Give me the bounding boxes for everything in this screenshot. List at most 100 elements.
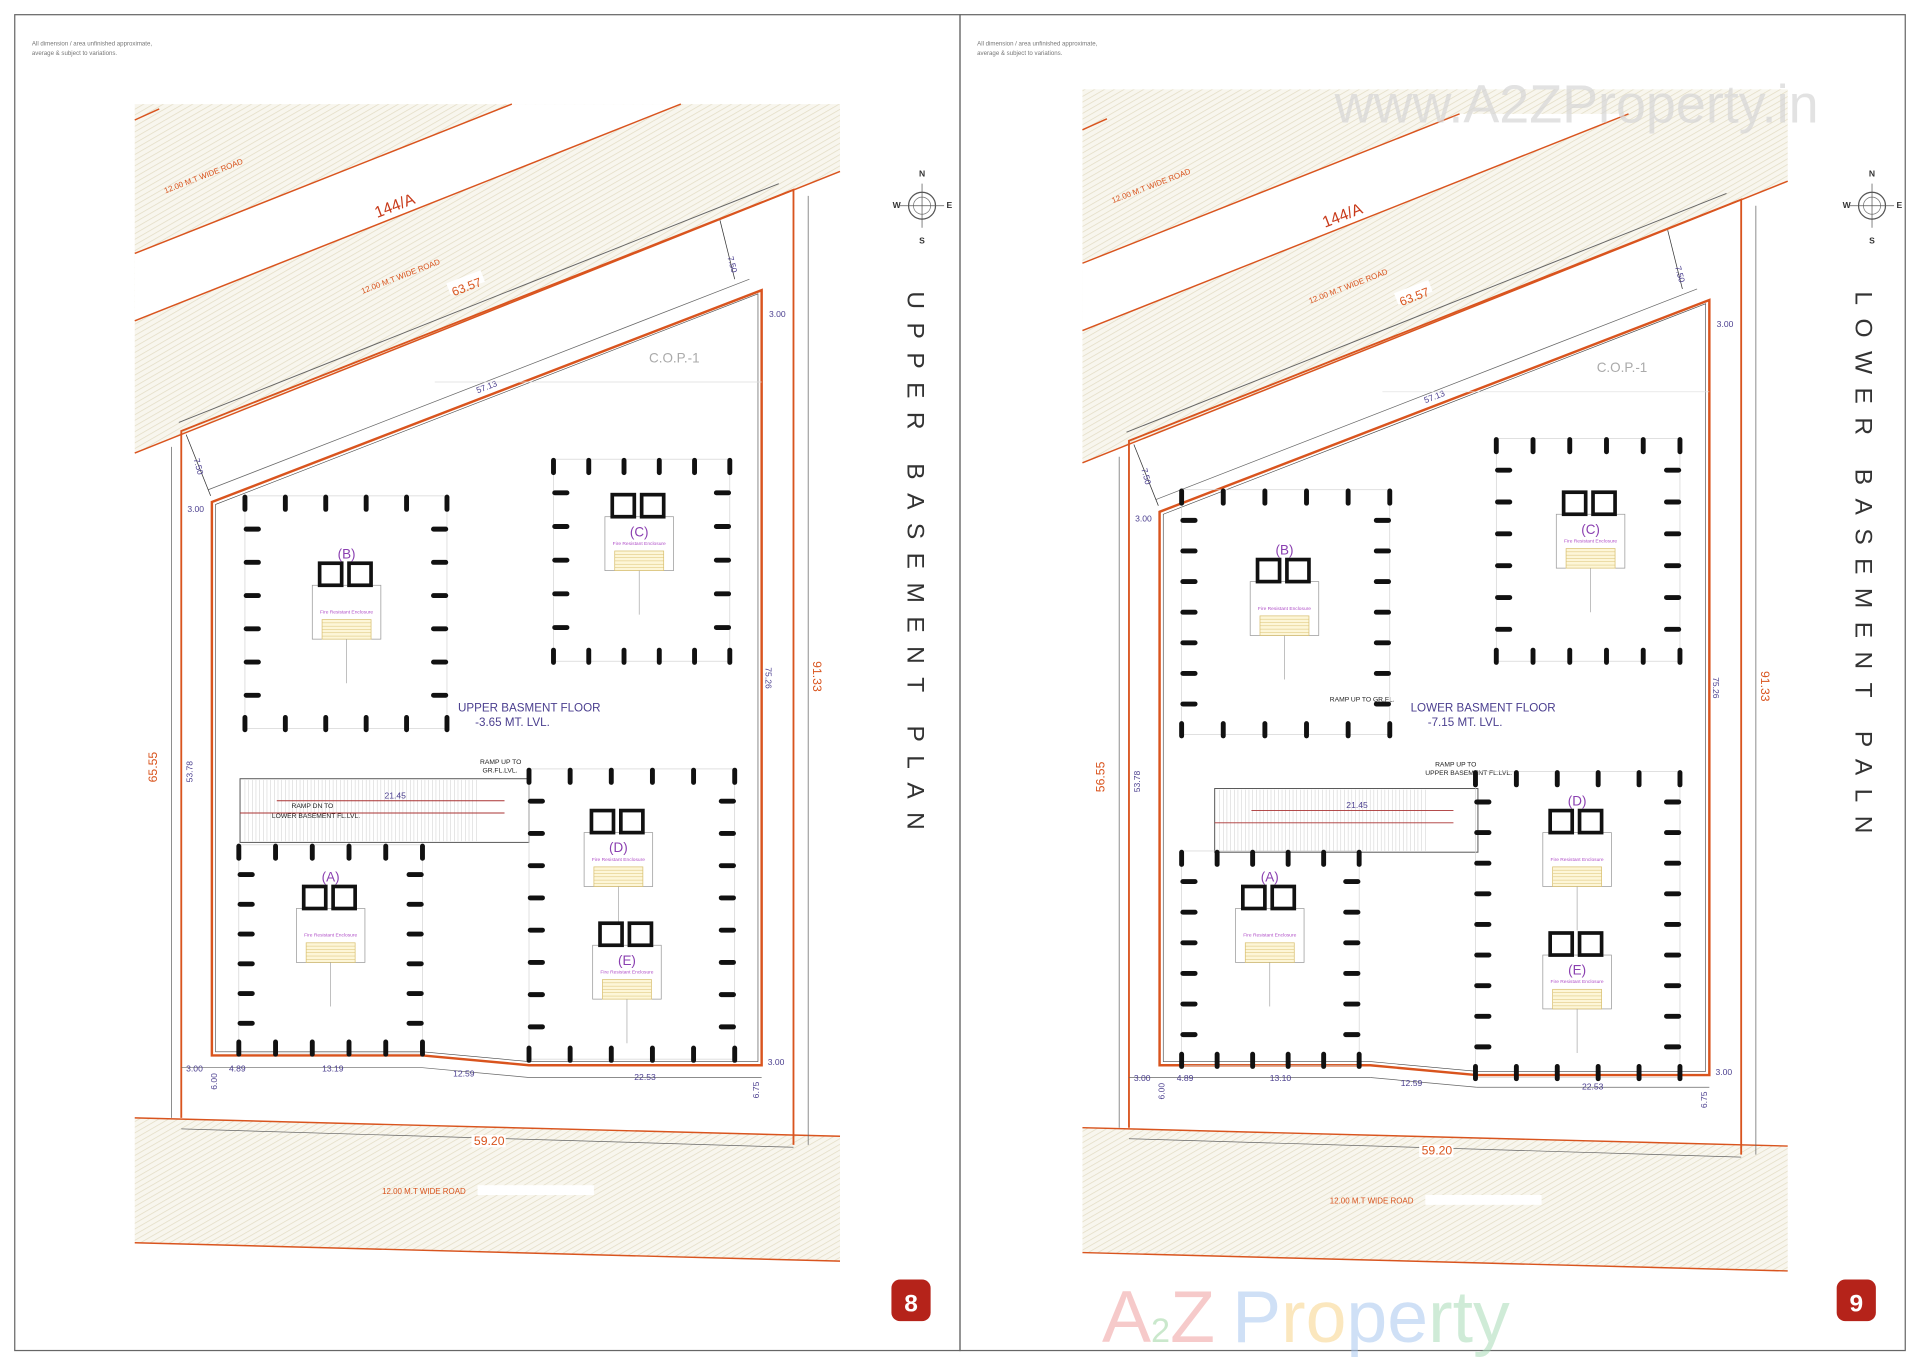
block-label: (A): [322, 870, 340, 885]
road-label: 12.00 M.T WIDE ROAD: [1330, 1197, 1414, 1206]
column: [1345, 721, 1351, 739]
cop-label: C.O.P.-1: [1597, 360, 1648, 375]
dimension-line: [422, 1067, 530, 1078]
column: [1473, 770, 1478, 788]
ramp-label: UPPER BASEMENT FL.LVL.: [1425, 770, 1512, 777]
parking-zone: [1181, 850, 1360, 1066]
column: [236, 1039, 242, 1057]
disclaimer-note: All dimension / area unfinished approxim…: [32, 40, 153, 47]
column: [404, 494, 410, 512]
stair-lift-core: (E)Fire Resistant Enclosure: [592, 921, 662, 1044]
column: [1180, 909, 1198, 915]
column: [1495, 531, 1513, 537]
column: [420, 1039, 425, 1057]
column: [323, 715, 329, 733]
column: [1664, 1013, 1682, 1019]
column: [1373, 517, 1391, 523]
column: [713, 591, 732, 597]
watermark-url: www.A2ZProperty.in: [1334, 74, 1819, 134]
column: [243, 626, 261, 632]
lift-shaft: [1561, 490, 1588, 517]
column: [1285, 849, 1291, 867]
column: [431, 692, 449, 698]
watermark-logo-letter: A: [1102, 1275, 1151, 1358]
column: [1474, 921, 1492, 927]
compass-north: N: [919, 168, 925, 178]
compass-south: S: [919, 236, 925, 246]
enclosure-label: Fire Resistant Enclosure: [1551, 979, 1604, 985]
column: [527, 1024, 545, 1030]
dimension-13-19: 13.10: [1270, 1073, 1292, 1083]
column: [1321, 1051, 1327, 1069]
compass-west: W: [1843, 200, 1852, 210]
column: [282, 494, 288, 512]
column: [444, 494, 450, 512]
column: [1595, 1064, 1601, 1082]
dimension-3-00: 3.00: [768, 1057, 785, 1067]
column: [1220, 721, 1226, 739]
dimension-7-50: 7.50: [1673, 265, 1687, 284]
dimension-21-45: 21.45: [1346, 800, 1368, 810]
road-edge: [1082, 1251, 1788, 1272]
column: [691, 1045, 697, 1063]
lift-shaft: [627, 921, 654, 948]
lift-shaft: [589, 808, 616, 835]
column: [1664, 467, 1682, 473]
dimension-line: [178, 183, 779, 423]
column: [718, 830, 736, 836]
dimension-line: [1667, 230, 1683, 290]
parking-zone: [528, 768, 736, 1060]
column: [1179, 488, 1185, 506]
ramp-label: RAMP UP TO: [1435, 761, 1476, 768]
enclosure-label: Fire Resistant Enclosure: [1243, 933, 1296, 939]
column: [608, 767, 614, 785]
column: [718, 927, 736, 933]
enclosure-label: Fire Resistant Enclosure: [320, 609, 373, 615]
column: [406, 961, 424, 967]
column: [406, 872, 424, 878]
dimension-3-00: 3.00: [186, 1063, 203, 1073]
column: [1343, 879, 1361, 885]
dimension-4-89: 4.89: [229, 1063, 246, 1073]
column: [1493, 647, 1499, 665]
dimension-91-33: 91.33: [810, 661, 824, 692]
ramp: [1214, 788, 1479, 853]
ramp-label: RAMP UP TO: [480, 759, 521, 766]
dimension-6-00: 6.00: [1156, 1083, 1166, 1100]
column: [1180, 517, 1198, 523]
column: [237, 872, 255, 878]
lift-shaft: [619, 808, 645, 835]
block-label: (D): [609, 840, 628, 855]
column: [1343, 970, 1361, 976]
column: [1304, 721, 1309, 739]
block-label: (C): [1581, 522, 1600, 537]
dimension-line: [1370, 1077, 1477, 1088]
dimension-6-00: 6.00: [209, 1073, 219, 1090]
column: [727, 647, 733, 665]
column: [1179, 1051, 1185, 1069]
column: [1664, 499, 1682, 505]
dimension-65-55: 56.55: [1093, 761, 1107, 792]
column: [1664, 860, 1682, 866]
compass-west: W: [893, 200, 902, 210]
column: [1343, 940, 1361, 946]
column: [551, 647, 556, 665]
watermark-logo-letter: ro: [1281, 1275, 1346, 1358]
page-lower-basement-plan: All dimension / area unfinished approxim…: [959, 14, 1906, 1358]
floor-name: UPPER BASMENT FLOOR: [458, 701, 601, 714]
column: [1356, 849, 1362, 867]
column: [1343, 909, 1361, 915]
parking-zone: [1495, 438, 1681, 662]
column: [718, 798, 736, 804]
floor-level: -7.15 MT. LVL.: [1428, 716, 1503, 729]
block-label: (B): [1276, 543, 1294, 558]
stair-lift-core: (E)Fire Resistant Enclosure: [1542, 931, 1612, 1053]
column: [1180, 640, 1198, 646]
column: [237, 931, 255, 937]
column: [732, 1045, 738, 1063]
column: [1567, 437, 1573, 455]
column: [713, 625, 732, 630]
column: [1554, 1064, 1560, 1082]
